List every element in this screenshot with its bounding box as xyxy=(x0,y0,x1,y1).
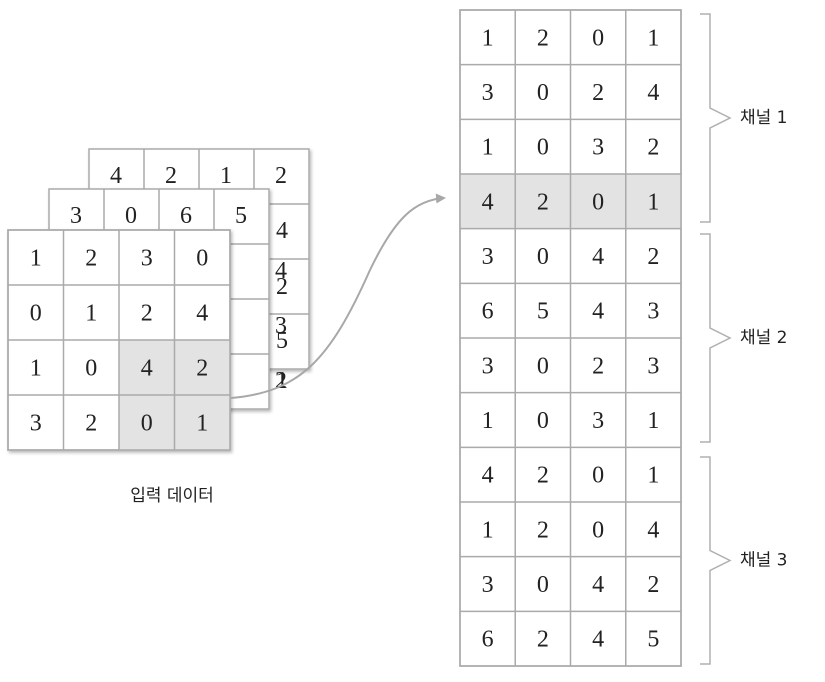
output-cell: 0 xyxy=(592,189,604,215)
input-cell: 2 xyxy=(165,163,177,189)
output-cell: 2 xyxy=(592,80,604,106)
output-cell: 4 xyxy=(592,627,604,653)
output-cell: 2 xyxy=(647,135,659,161)
input-cell: 2 xyxy=(196,356,208,382)
output-cell: 3 xyxy=(482,244,494,270)
input-cell: 0 xyxy=(196,246,208,272)
output-cell: 6 xyxy=(482,627,494,653)
output-cell: 1 xyxy=(647,25,659,51)
output-matrix-border xyxy=(459,9,682,667)
output-cell: 4 xyxy=(482,189,494,215)
input-cell: 2 xyxy=(85,411,97,437)
output-cell: 1 xyxy=(647,463,659,489)
output-cell: 5 xyxy=(537,299,549,325)
input-cell: 0 xyxy=(125,203,137,229)
highlight-cell xyxy=(119,395,175,450)
output-cell: 2 xyxy=(537,517,549,543)
input-cell: 3 xyxy=(141,246,153,272)
output-cell: 1 xyxy=(647,189,659,215)
output-cell: 2 xyxy=(537,463,549,489)
input-cell: 6 xyxy=(180,203,192,229)
input-cell: 5 xyxy=(235,203,247,229)
channel-bracket xyxy=(700,233,732,443)
highlight-cell xyxy=(174,340,230,395)
output-matrix: 1 2 0 1 3 0 2 4 1 0 3 2 4 2 0 1 3 0 4 2 6 5 4 3 3 0 2 3 1 0 3 1 4 2 0 1 1 2 0 4… xyxy=(459,9,682,667)
output-cell: 2 xyxy=(537,627,549,653)
output-cell: 1 xyxy=(482,135,494,161)
highlight-cell xyxy=(174,395,230,450)
output-cell: 4 xyxy=(592,244,604,270)
output-cell: 0 xyxy=(537,80,549,106)
input-cell: 2 xyxy=(275,368,287,394)
input-cell: 2 xyxy=(275,163,287,189)
output-cell: 4 xyxy=(592,572,604,598)
output-cell: 1 xyxy=(482,408,494,434)
output-cell: 3 xyxy=(592,408,604,434)
input-cell: 4 xyxy=(141,356,153,382)
input-cell: 4 xyxy=(276,218,288,244)
input-cell: 3 xyxy=(30,411,42,437)
output-cell: 2 xyxy=(537,25,549,51)
output-cell: 3 xyxy=(482,572,494,598)
output-cell: 3 xyxy=(482,353,494,379)
channel-label: 채널 1 xyxy=(740,108,788,128)
output-cell: 3 xyxy=(482,80,494,106)
output-cell: 1 xyxy=(482,25,494,51)
input-cell: 1 xyxy=(30,246,42,272)
channel-bracket xyxy=(700,13,732,223)
output-cell: 0 xyxy=(592,463,604,489)
input-cell: 2 xyxy=(141,301,153,327)
channel-brackets: 채널 1 채널 2 채널 3 xyxy=(700,13,788,665)
output-cell: 4 xyxy=(647,80,659,106)
output-cell: 2 xyxy=(647,572,659,598)
input-cell: 0 xyxy=(30,301,42,327)
output-cell: 0 xyxy=(537,353,549,379)
input-cell: 4 xyxy=(196,301,208,327)
input-cell: 4 xyxy=(275,258,287,284)
output-cell: 4 xyxy=(482,463,494,489)
input-channel-front: 1 2 3 0 0 1 2 4 1 0 4 2 3 2 0 1 xyxy=(7,229,231,451)
input-cell: 2 xyxy=(85,246,97,272)
input-cell: 0 xyxy=(141,411,153,437)
input-cell: 1 xyxy=(196,411,208,437)
output-cell: 0 xyxy=(537,244,549,270)
input-cell: 5 xyxy=(276,328,288,354)
output-cell: 3 xyxy=(592,135,604,161)
output-cell: 4 xyxy=(647,517,659,543)
output-cell: 0 xyxy=(592,25,604,51)
highlight-cell xyxy=(119,340,175,395)
input-cell: 1 xyxy=(85,301,97,327)
input-sheet-border xyxy=(7,229,231,451)
input-data-label: 입력 데이터 xyxy=(130,486,214,506)
output-cell: 5 xyxy=(647,627,659,653)
input-cell: 0 xyxy=(85,356,97,382)
output-cell: 6 xyxy=(482,299,494,325)
output-cell: 0 xyxy=(592,517,604,543)
output-cell: 1 xyxy=(482,517,494,543)
input-cell: 1 xyxy=(220,163,232,189)
input-cell: 2 xyxy=(276,274,288,300)
input-cell: 4 xyxy=(110,163,122,189)
flow-arrow xyxy=(230,193,446,399)
output-cell: 1 xyxy=(647,408,659,434)
output-cell: 2 xyxy=(647,244,659,270)
output-cell: 2 xyxy=(592,353,604,379)
output-cell: 3 xyxy=(647,353,659,379)
input-cell: 1 xyxy=(30,356,42,382)
output-cell: 3 xyxy=(647,299,659,325)
output-cell: 0 xyxy=(537,135,549,161)
input-cell: 3 xyxy=(70,203,82,229)
input-cell: 3 xyxy=(275,313,287,339)
channel-label: 채널 3 xyxy=(740,551,788,571)
output-cell: 0 xyxy=(537,572,549,598)
channel-label: 채널 2 xyxy=(740,328,788,348)
output-cell: 0 xyxy=(537,408,549,434)
channel-bracket xyxy=(700,456,732,665)
output-cell: 4 xyxy=(592,299,604,325)
output-cell: 2 xyxy=(537,189,549,215)
